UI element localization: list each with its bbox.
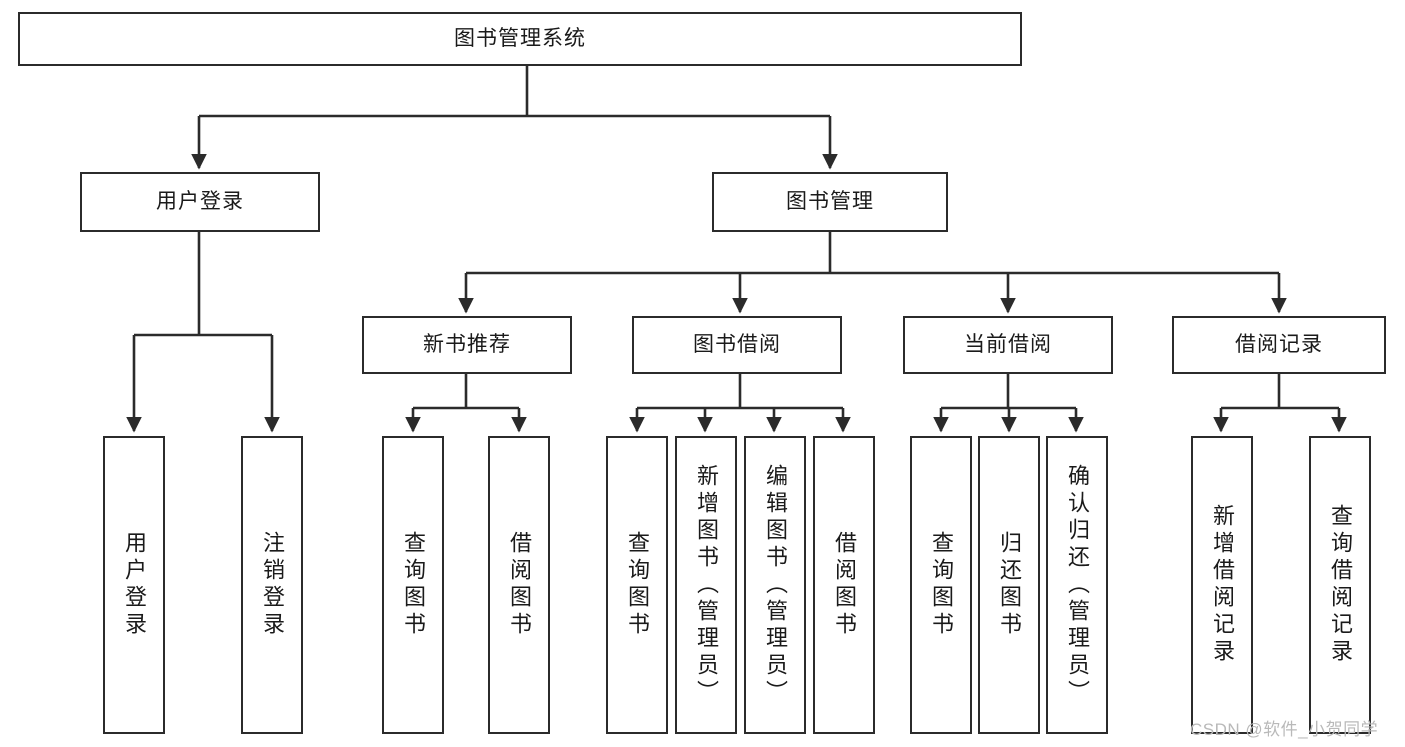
node-leaf-borrow-book-2[interactable]: 借阅图书: [813, 436, 875, 734]
node-leaf-borrow-book-1[interactable]: 借阅图书: [488, 436, 550, 734]
node-leaf-query-record-label: 查询借阅记录: [1328, 504, 1353, 666]
node-leaf-query-book-2-label: 查询图书: [625, 531, 650, 639]
node-leaf-query-book-1-label: 查询图书: [401, 531, 426, 639]
node-leaf-edit-book-label: 编辑图书（管理员）: [763, 463, 788, 707]
node-borrow-record[interactable]: 借阅记录: [1172, 316, 1386, 374]
node-borrow-record-label: 借阅记录: [1235, 332, 1323, 356]
node-leaf-query-record[interactable]: 查询借阅记录: [1309, 436, 1371, 734]
node-leaf-add-book[interactable]: 新增图书（管理员）: [675, 436, 737, 734]
node-leaf-query-book-2[interactable]: 查询图书: [606, 436, 668, 734]
node-user-login[interactable]: 用户登录: [80, 172, 320, 232]
node-leaf-user-login-label: 用户登录: [122, 531, 147, 639]
node-root-label: 图书管理系统: [454, 26, 586, 50]
node-leaf-borrow-book-1-label: 借阅图书: [507, 531, 532, 639]
node-leaf-add-record-label: 新增借阅记录: [1210, 504, 1235, 666]
node-leaf-return-book[interactable]: 归还图书: [978, 436, 1040, 734]
node-leaf-edit-book[interactable]: 编辑图书（管理员）: [744, 436, 806, 734]
node-leaf-query-book-3-label: 查询图书: [929, 531, 954, 639]
node-new-book-recommend[interactable]: 新书推荐: [362, 316, 572, 374]
node-leaf-query-book-3[interactable]: 查询图书: [910, 436, 972, 734]
node-leaf-add-book-label: 新增图书（管理员）: [694, 463, 719, 707]
watermark-text: CSDN @软件_小贺同学: [1190, 720, 1379, 739]
node-root[interactable]: 图书管理系统: [18, 12, 1022, 66]
node-current-borrow-label: 当前借阅: [964, 332, 1052, 356]
node-book-manage[interactable]: 图书管理: [712, 172, 948, 232]
node-book-borrow[interactable]: 图书借阅: [632, 316, 842, 374]
node-current-borrow[interactable]: 当前借阅: [903, 316, 1113, 374]
node-leaf-add-record[interactable]: 新增借阅记录: [1191, 436, 1253, 734]
node-book-borrow-label: 图书借阅: [693, 332, 781, 356]
node-leaf-user-logout[interactable]: 注销登录: [241, 436, 303, 734]
node-leaf-borrow-book-2-label: 借阅图书: [832, 531, 857, 639]
node-leaf-user-login[interactable]: 用户登录: [103, 436, 165, 734]
node-new-book-recommend-label: 新书推荐: [423, 332, 511, 356]
node-book-manage-label: 图书管理: [786, 189, 874, 213]
node-leaf-confirm-return[interactable]: 确认归还（管理员）: [1046, 436, 1108, 734]
node-user-login-label: 用户登录: [156, 189, 244, 213]
node-leaf-query-book-1[interactable]: 查询图书: [382, 436, 444, 734]
node-leaf-return-book-label: 归还图书: [997, 531, 1022, 639]
node-leaf-user-logout-label: 注销登录: [260, 531, 285, 639]
node-leaf-confirm-return-label: 确认归还（管理员）: [1065, 463, 1090, 707]
